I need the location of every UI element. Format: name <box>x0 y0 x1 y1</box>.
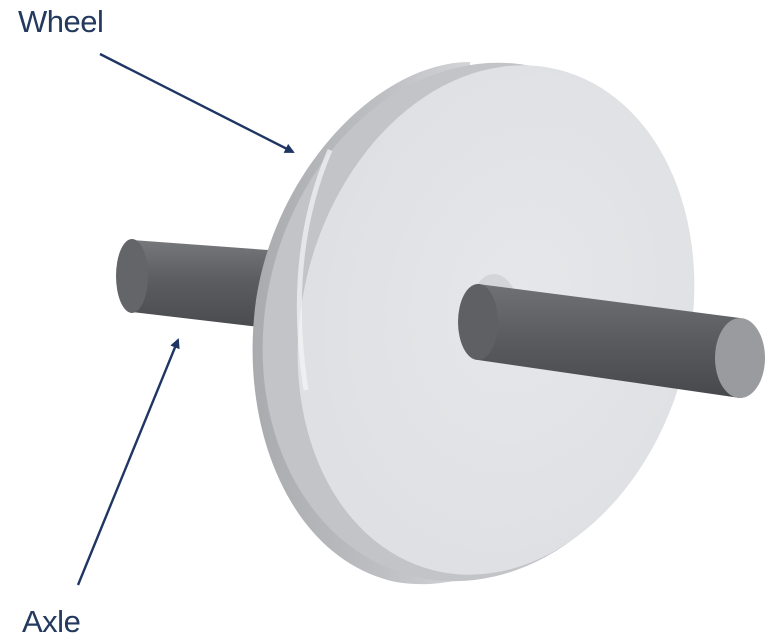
axle-pointer-arrow <box>76 338 180 586</box>
wheel-label: Wheel <box>18 4 104 39</box>
axle-right-segment <box>458 284 765 398</box>
wheel-pointer-arrow <box>99 52 295 154</box>
axle-label: Axle <box>22 604 81 639</box>
axle-end-cap <box>715 318 765 398</box>
axle-left-segment <box>116 239 268 328</box>
